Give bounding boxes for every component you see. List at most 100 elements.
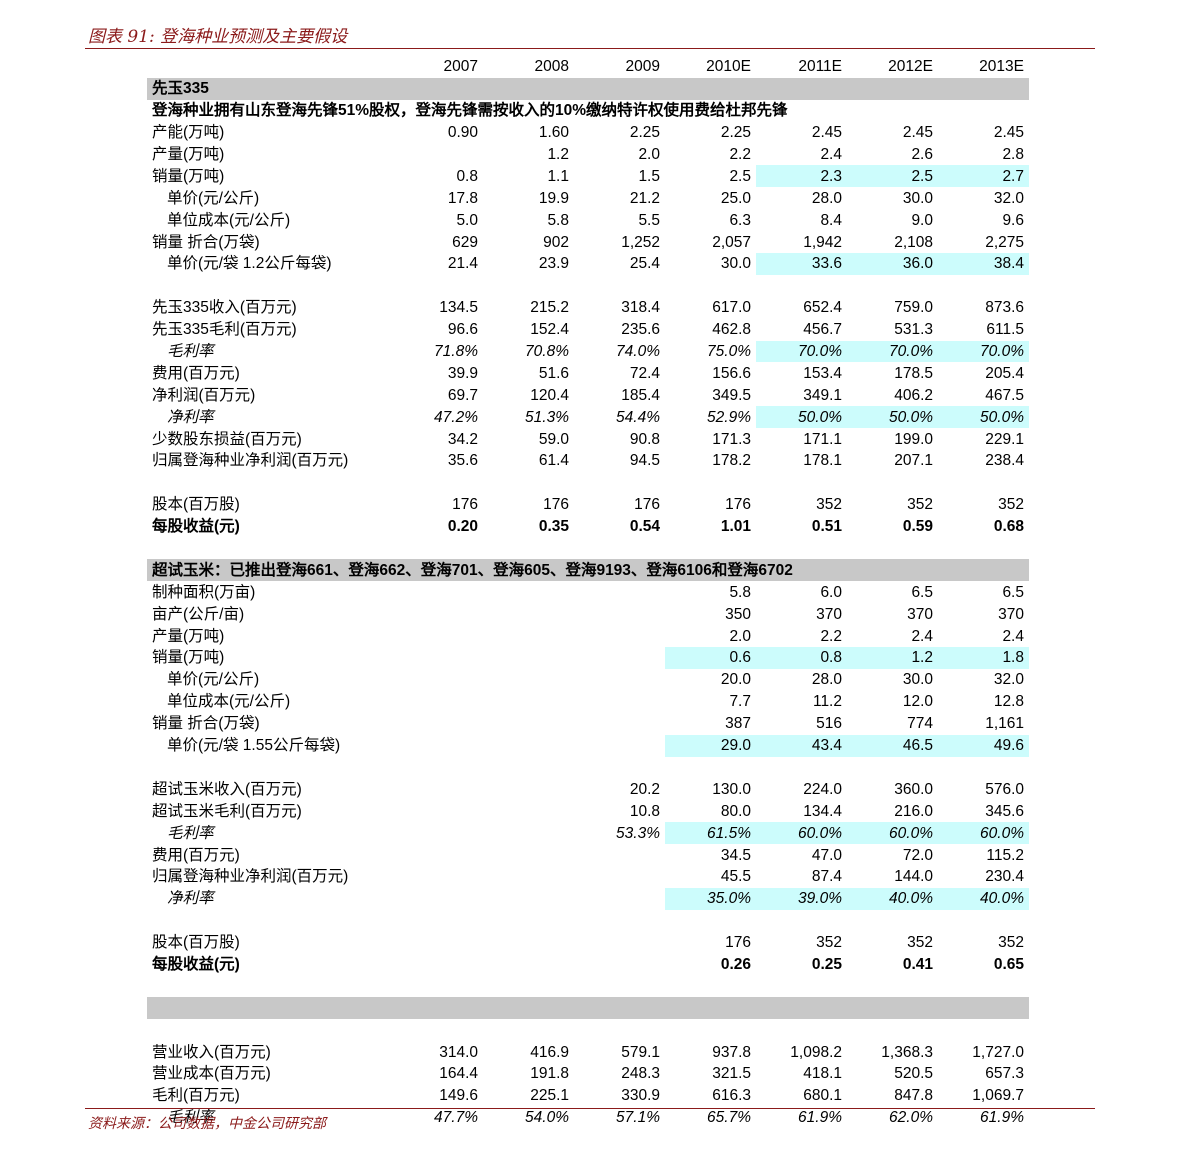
- row-label: 单价(元/袋 1.55公斤每袋): [167, 737, 341, 755]
- table-cell: 29.0: [665, 734, 756, 757]
- table-cell: 1.60: [538, 124, 569, 142]
- table-cell: 0.8: [456, 167, 478, 185]
- table-cell: 164.4: [439, 1065, 478, 1083]
- table-cell: 616.3: [712, 1087, 751, 1105]
- blank-row: [147, 1019, 1029, 1041]
- table-cell: 207.1: [894, 452, 933, 470]
- row-label: 制种面积(万亩): [152, 583, 256, 601]
- row-label: 单价(元/公斤): [167, 671, 260, 689]
- table-cell: [483, 888, 574, 910]
- table-cell: 59.0: [538, 430, 569, 448]
- row-label: 超试玉米收入(百万元): [152, 780, 302, 798]
- table-cell: [392, 691, 483, 713]
- row-label: 毛利率: [167, 343, 214, 361]
- table-cell: 60.0%: [938, 822, 1029, 845]
- table-cell: 70.0%: [847, 340, 938, 363]
- table-cell: 330.9: [621, 1087, 660, 1105]
- table-cell: 39.9: [447, 364, 478, 382]
- table-cell: 406.2: [894, 386, 933, 404]
- table-cell: 12.8: [993, 693, 1024, 711]
- table-cell: 1.8: [938, 647, 1029, 669]
- table-cell: 152.4: [530, 321, 569, 339]
- row-label: 股本(百万股): [152, 934, 240, 952]
- row-label: 产量(万吨): [152, 146, 225, 163]
- table-cell: 520.5: [894, 1065, 933, 1083]
- table-cell: 178.2: [712, 452, 751, 470]
- table-cell: 2.0: [729, 627, 751, 645]
- table-cell: 467.5: [985, 386, 1024, 404]
- table-cell: 9.0: [911, 211, 933, 229]
- table-cell: 352: [816, 934, 842, 952]
- table-cell: 25.0: [720, 189, 751, 207]
- table-cell: 49.6: [938, 734, 1029, 757]
- table-cell: [392, 932, 483, 954]
- row-label: 毛利(百万元): [152, 1087, 240, 1105]
- table-cell: [574, 888, 665, 910]
- table-cell: [483, 647, 574, 669]
- table-cell: [847, 997, 938, 1020]
- table-cell: 10.8: [629, 802, 660, 820]
- table-cell: 1,069.7: [972, 1087, 1024, 1105]
- row-label: 超试玉米毛利(百万元): [152, 802, 302, 820]
- table-cell: 8.4: [820, 211, 842, 229]
- table-cell: 2.2: [820, 627, 842, 645]
- row-label: 归属登海种业净利润(百万元): [152, 868, 349, 886]
- table-cell: 216.0: [894, 802, 933, 820]
- table-cell: [665, 77, 756, 100]
- table-cell: 120.4: [530, 386, 569, 404]
- table-row: [147, 275, 1029, 297]
- table-cell: 1,161: [985, 715, 1024, 733]
- table-cell: [483, 669, 574, 691]
- row-label: 每股收益(元): [152, 955, 240, 973]
- table-cell: 2,057: [712, 233, 751, 251]
- row-label: 单位成本(元/公斤): [167, 693, 291, 711]
- table-cell: 0.41: [902, 955, 933, 973]
- table-cell: 1,098.2: [790, 1043, 842, 1061]
- table-row: 登海种业拥有山东登海先锋51%股权，登海先锋需按收入的10%缴纳特许权使用费给杜…: [147, 100, 1029, 122]
- bottom-rule: [85, 1108, 1095, 1109]
- table-cell: 34.2: [447, 430, 478, 448]
- table-cell: 418.1: [803, 1065, 842, 1083]
- table-cell: 759.0: [894, 299, 933, 317]
- table-cell: 69.7: [447, 386, 478, 404]
- row-label: 归属登海种业净利润(百万元): [152, 452, 349, 470]
- table-cell: 0.51: [811, 518, 842, 536]
- table-cell: 30.0: [902, 671, 933, 689]
- table-cell: 611.5: [986, 321, 1024, 339]
- row-label: 先玉335毛利(百万元): [152, 321, 297, 339]
- table-cell: [483, 735, 574, 757]
- table-row: [147, 538, 1029, 560]
- table-cell: 349.1: [803, 386, 842, 404]
- table-cell: 2.5: [847, 165, 938, 188]
- table-cell: [483, 691, 574, 713]
- blank-row: [147, 757, 1029, 779]
- table-cell: 617.0: [712, 299, 751, 317]
- table-cell: 1.5: [638, 167, 660, 185]
- table-cell: 35.6: [447, 452, 478, 470]
- table-cell: 90.8: [629, 430, 660, 448]
- blank-row: [147, 975, 1029, 997]
- table-cell: 238.4: [985, 452, 1024, 470]
- row-label: 股本(百万股): [152, 496, 240, 514]
- table-row: 先玉335: [147, 77, 1029, 100]
- table-cell: 20.2: [629, 780, 660, 798]
- table-cell: [483, 866, 574, 888]
- table-cell: 40.0%: [847, 887, 938, 910]
- forecast-table: 2007 2008 2009 2010E 2011E 2012E 2013E 先…: [147, 56, 1029, 1129]
- table-cell: 176: [725, 934, 751, 952]
- table-cell: [574, 625, 665, 647]
- row-label: [147, 997, 392, 1020]
- table-cell: 352: [907, 934, 933, 952]
